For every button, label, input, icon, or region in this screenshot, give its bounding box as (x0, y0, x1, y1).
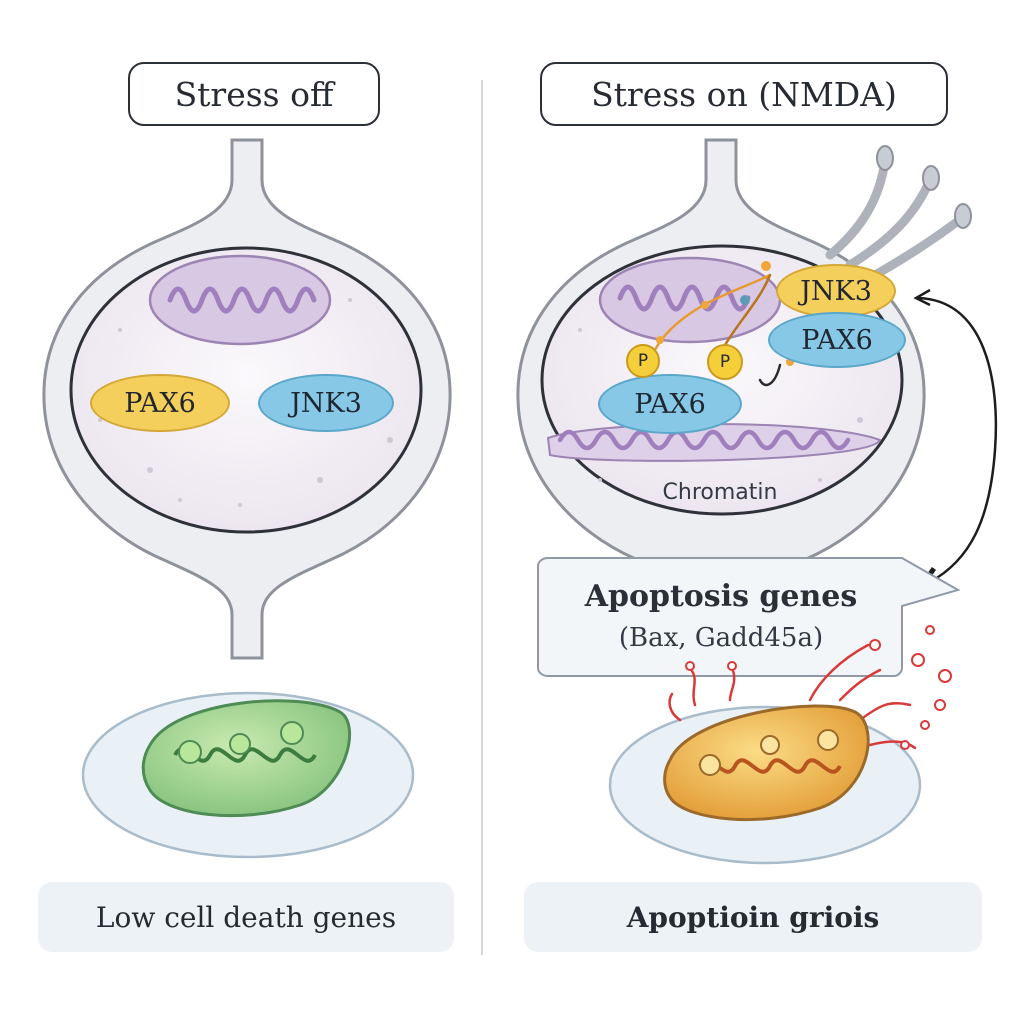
left-nucleus-speckles (98, 298, 393, 507)
right-mitochondrion-matrix (699, 729, 839, 776)
phospho-group-1: P (626, 344, 660, 378)
right-process-tips (876, 145, 972, 229)
chromatin-label: Chromatin (640, 476, 800, 508)
apoptosis-callout-subtitle-text: (Bax, Gadd45a) (618, 623, 824, 653)
apoptotic-droplets (685, 625, 952, 750)
right-footer-box: Apoptioin griois (524, 882, 982, 952)
right-mitochondrion (663, 704, 870, 822)
phospho-label-1: P (637, 351, 649, 371)
left-header-text: Stress off (174, 74, 334, 114)
right-header-bubble: Stress on (NMDA) (540, 62, 948, 126)
left-pax6-label: PAX6 (124, 387, 196, 419)
feedback-arrow (918, 296, 998, 582)
apoptosis-callout-title-text: Apoptosis genes (584, 578, 858, 614)
right-processes (825, 155, 967, 283)
feedback-arrow-tail (913, 288, 931, 307)
apoptosis-callout-box (537, 557, 961, 677)
left-mitochondrion-cristae (173, 747, 317, 763)
left-chromatin-coil (167, 286, 317, 314)
right-chromatin-blob (598, 256, 782, 344)
right-pax6-label-top: PAX6 (801, 324, 873, 356)
left-header-bubble: Stress off (128, 62, 380, 126)
apoptotic-burst (668, 643, 917, 750)
right-jnk3-protein: JNK3 (776, 264, 896, 318)
left-jnk3-protein: JNK3 (258, 374, 394, 432)
left-mitochondrion-matrix (178, 721, 304, 764)
right-mitochondrion-cristae (698, 758, 842, 774)
left-footer-text: Low cell death genes (95, 900, 397, 934)
apoptosis-callout-subtitle: (Bax, Gadd45a) (540, 618, 902, 658)
right-nucleus-speckles (578, 328, 863, 482)
right-chromatin-band-coil (557, 429, 851, 451)
phospho-group-2: P (707, 344, 743, 380)
right-pax6-protein-bottom: PAX6 (598, 374, 742, 434)
apoptosis-callout-title: Apoptosis genes (540, 574, 902, 618)
right-footer-text: Apoptioin griois (626, 900, 880, 934)
chromatin-label-text: Chromatin (662, 479, 778, 505)
right-pax6-protein-top: PAX6 (768, 312, 906, 368)
right-chromatin-coil (617, 284, 751, 312)
right-jnk3-label: JNK3 (800, 275, 872, 307)
left-footer-box: Low cell death genes (38, 882, 454, 952)
right-pax6-label-bottom: PAX6 (634, 388, 706, 420)
left-chromatin-blob (148, 254, 332, 346)
phospho-label-2: P (719, 352, 731, 372)
left-pax6-protein: PAX6 (90, 374, 230, 432)
left-jnk3-label: JNK3 (290, 387, 362, 419)
right-header-text: Stress on (NMDA) (591, 74, 897, 114)
